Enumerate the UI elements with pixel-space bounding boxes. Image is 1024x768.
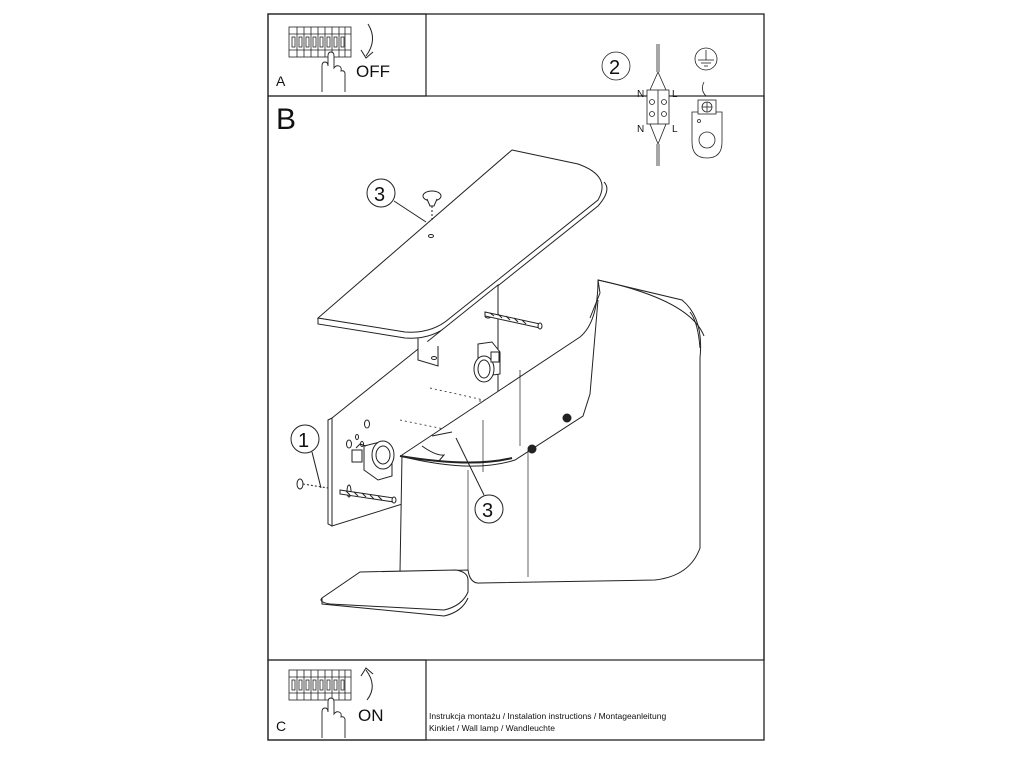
panel-c: ON C xyxy=(267,659,427,741)
wire-label-l-bottom: L xyxy=(672,124,678,135)
wire-label-n-bottom: N xyxy=(637,124,644,135)
panel-a-action: OFF xyxy=(356,62,390,81)
top-screw-icon xyxy=(422,190,442,238)
arrow-down-icon xyxy=(360,23,374,59)
callout-circle-wiring xyxy=(601,51,631,81)
panel-a-letter: A xyxy=(276,73,286,89)
wall-plug-icon xyxy=(296,478,329,490)
breaker-box-icon xyxy=(288,669,352,701)
ground-terminal-icon xyxy=(691,99,723,159)
arrow-up-icon xyxy=(360,667,374,701)
panel-b-frame xyxy=(267,95,765,661)
hand-icon xyxy=(321,697,346,738)
wire-label-l-top: L xyxy=(672,89,678,100)
hand-icon xyxy=(321,51,346,92)
callout-circle-bottom xyxy=(474,494,504,524)
lamp-shade-body xyxy=(399,279,705,584)
footer-product: Kinkiet / Wall lamp / Wandleuchte xyxy=(429,723,555,733)
callout-circle-plate xyxy=(290,424,320,454)
breaker-box-icon xyxy=(288,26,352,58)
footer-title: Instrukcja montażu / Instalation instruc… xyxy=(429,711,667,721)
callout-number-top: 3 xyxy=(374,184,385,206)
lamp-socket-icon xyxy=(351,440,395,481)
callout-number-plate: 1 xyxy=(298,430,309,452)
panel-c-action: ON xyxy=(358,706,384,725)
panel-c-letter: C xyxy=(276,718,286,734)
wall-screw-icon xyxy=(484,311,543,330)
panel-a: OFF A xyxy=(267,13,427,97)
lamp-exploded-view xyxy=(290,149,705,617)
lamp-socket-icon xyxy=(473,341,501,383)
callout-number-bottom: 3 xyxy=(482,500,493,522)
panel-b-letter: B xyxy=(276,103,296,136)
wire-label-n-top: N xyxy=(637,89,644,100)
wiring-diagram xyxy=(601,44,723,166)
callout-circle-top xyxy=(366,178,396,208)
wall-screw-icon xyxy=(339,489,397,504)
ground-symbol-icon xyxy=(694,47,718,71)
top-cover-plate xyxy=(316,149,608,339)
callout-number-wiring: 2 xyxy=(609,57,620,79)
bottom-cover-plate xyxy=(320,569,469,617)
